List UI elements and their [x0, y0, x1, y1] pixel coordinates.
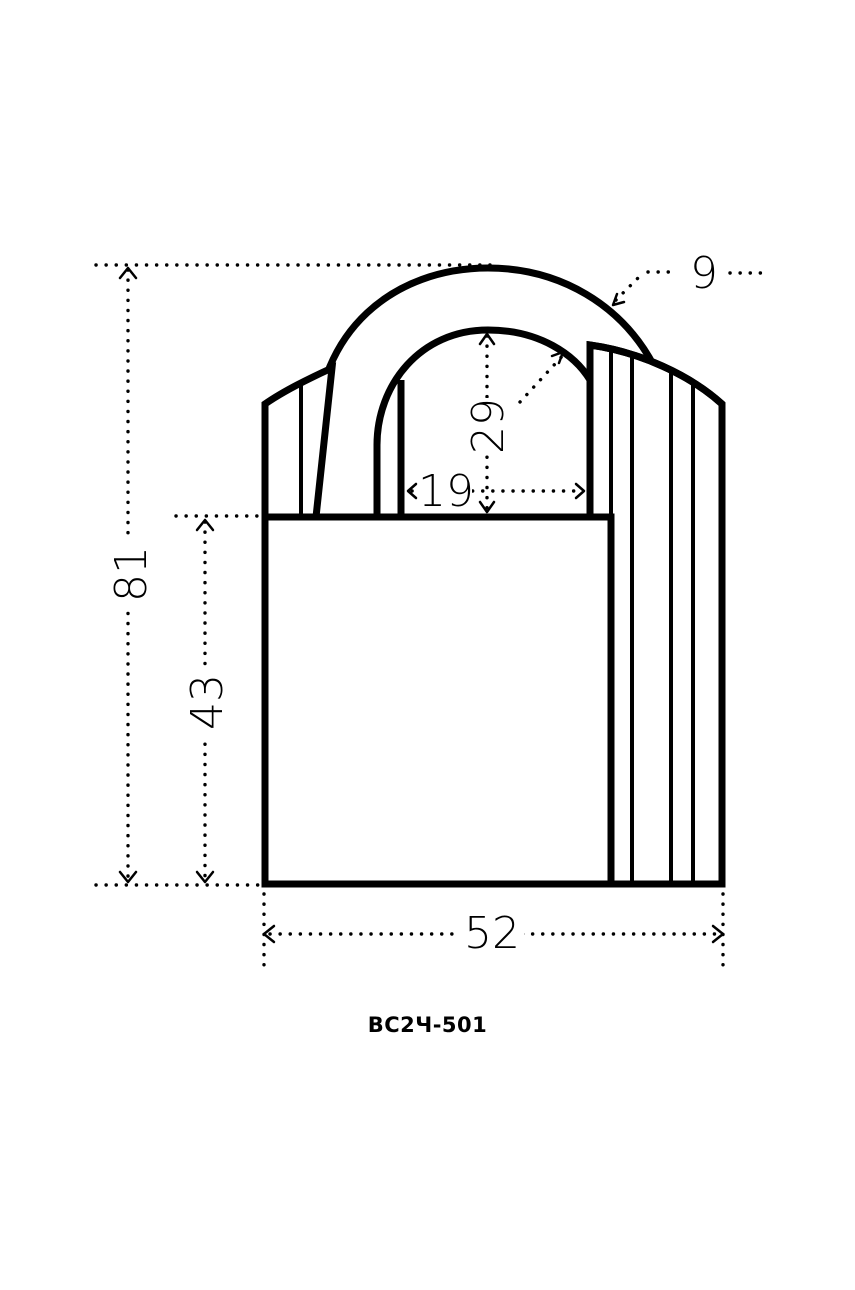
body-height-label: 43	[182, 674, 233, 730]
body-width-label: 52	[464, 908, 520, 959]
shackle-width-label: 19	[418, 466, 474, 517]
padlock-shackle	[312, 264, 658, 517]
model-number: ВС2Ч-501	[367, 1013, 488, 1037]
dimension-body-width: 52	[262, 892, 725, 970]
dimension-body-height: 43	[174, 514, 302, 884]
dimension-total-height: 81	[94, 263, 492, 887]
total-height-label: 81	[106, 546, 157, 602]
shackle-diameter-label: 9	[690, 248, 718, 299]
shackle-height-label: 29	[463, 398, 514, 454]
dimension-shackle-height: 29	[463, 332, 514, 514]
dimension-shackle-width: 19	[406, 466, 586, 517]
dimension-shackle-diameter: 9	[518, 248, 764, 404]
padlock-body	[261, 340, 726, 888]
